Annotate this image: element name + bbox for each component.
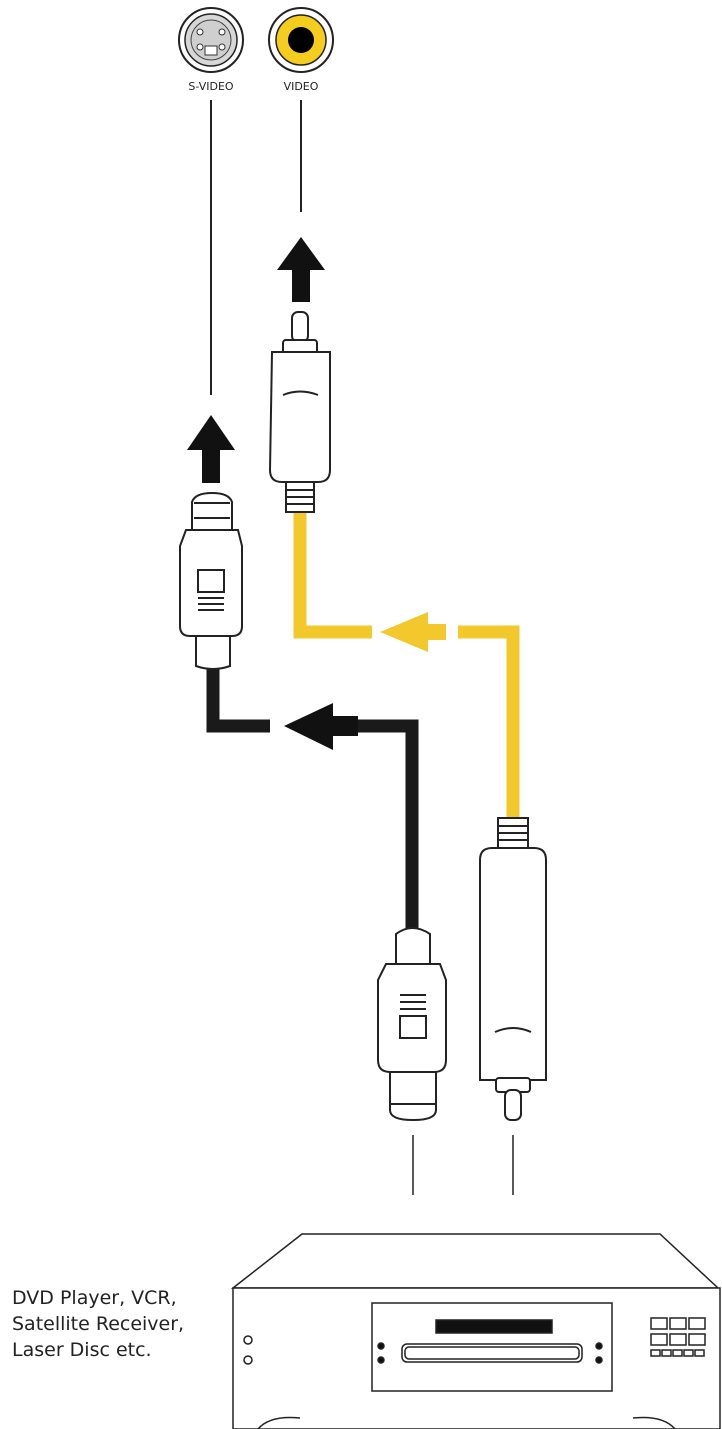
video-cable [293,513,520,818]
svideo-port-label: S-VIDEO [188,80,233,93]
svideo-plug-icon [179,491,243,670]
device-description: DVD Player, VCR, Satellite Receiver, Las… [12,1285,222,1363]
left-arrow-icon [380,612,446,652]
up-arrow-icon [277,237,325,302]
left-arrow-icon [284,703,358,750]
rca-plug-icon [268,311,331,513]
video-port-label: VIDEO [284,80,319,93]
device-description-line: Laser Disc etc. [12,1339,152,1361]
rca-plug-icon [479,817,547,1121]
device-description-line: Satellite Receiver, [12,1313,185,1335]
dvd-player-icon [230,1233,721,1429]
svideo-plug-icon [377,927,447,1122]
rca-video-port-icon [268,7,334,73]
svideo-cable [206,668,419,932]
svideo-port-icon [178,7,244,73]
device-description-line: DVD Player, VCR, [12,1287,177,1309]
up-arrow-icon [187,415,235,483]
